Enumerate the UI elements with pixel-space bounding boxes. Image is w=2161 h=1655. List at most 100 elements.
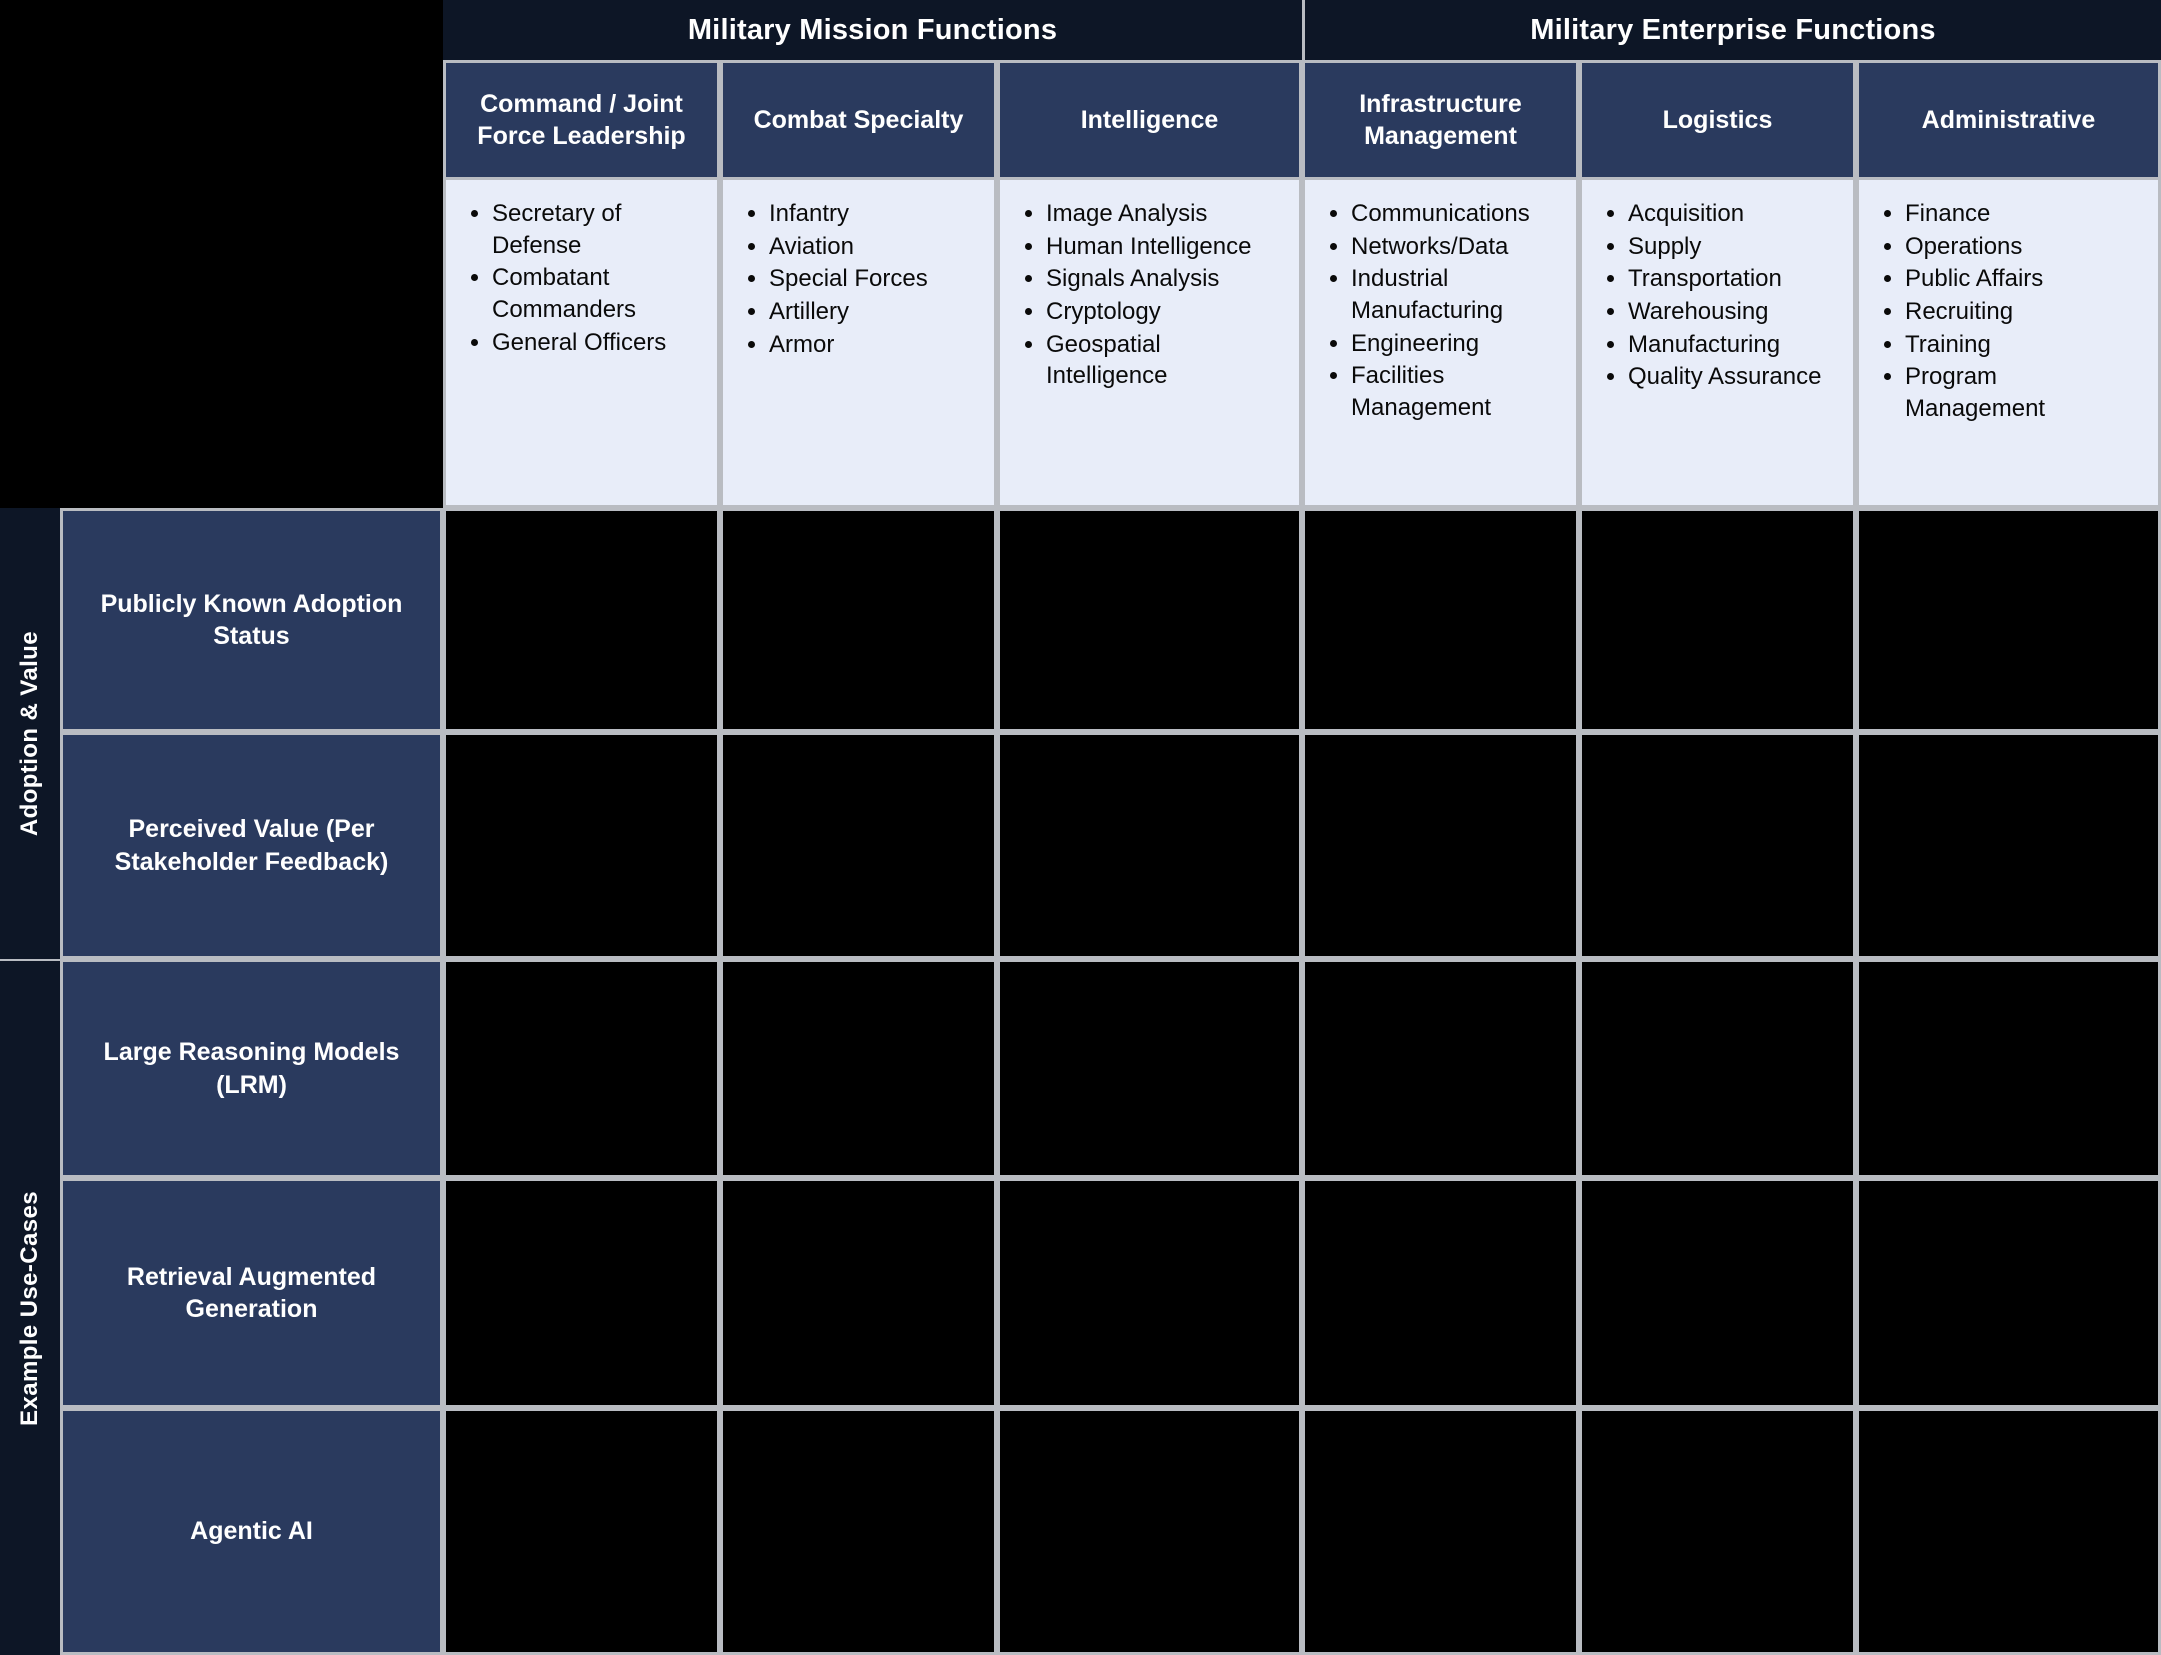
table-cell[interactable] [1579,1408,1856,1655]
list-item: Signals Analysis [1046,263,1283,295]
column-header-label: Infrastructure Management [1359,90,1522,150]
table-cell[interactable] [443,959,720,1178]
list-item: Combatant Commanders [492,262,701,325]
list-item: Recruiting [1905,296,2142,328]
list-item: Armor [769,329,978,361]
table-cell[interactable] [1579,1178,1856,1408]
list-item: Transportation [1628,263,1837,295]
column-header-logistics: Logistics [1579,60,1856,180]
table-cell[interactable] [1302,1408,1579,1655]
list-item: Networks/Data [1351,231,1560,263]
column-group-mission: Military Mission Functions [443,0,1302,60]
column-group-enterprise-label: Military Enterprise Functions [1530,13,1936,46]
table-cell[interactable] [720,732,997,959]
row-label-text: Publicly Known Adoption Status [100,589,403,651]
column-header-administrative: Administrative [1856,60,2161,180]
list-item: Manufacturing [1628,329,1837,361]
table-cell[interactable] [997,1408,1302,1655]
matrix-corner-blank [0,0,443,508]
table-cell[interactable] [1302,732,1579,959]
column-header-combat-specialty: Combat Specialty [720,60,997,180]
row-label-perceived-value: Perceived Value (Per Stakeholder Feedbac… [60,732,443,959]
table-cell[interactable] [1579,959,1856,1178]
table-cell[interactable] [1579,508,1856,732]
list-item: Finance [1905,198,2142,230]
row-label-text: Agentic AI [190,1517,313,1546]
table-cell[interactable] [997,1178,1302,1408]
table-cell[interactable] [1302,959,1579,1178]
table-cell[interactable] [443,1408,720,1655]
column-items-logistics: Acquisition Supply Transportation Wareho… [1579,180,1856,508]
row-label-publicly-known-adoption-status: Publicly Known Adoption Status [60,508,443,732]
list-item: Human Intelligence [1046,231,1283,263]
list-item: Acquisition [1628,198,1837,230]
column-header-label: Combat Specialty [753,106,964,134]
table-cell[interactable] [1856,959,2161,1178]
item-list: Image Analysis Human Intelligence Signal… [1016,198,1283,392]
column-header-label: Administrative [1921,106,2096,134]
column-items-command-joint-force-leadership: Secretary of Defense Combatant Commander… [443,180,720,508]
column-items-administrative: Finance Operations Public Affairs Recrui… [1856,180,2161,508]
table-cell[interactable] [720,1408,997,1655]
list-item: Image Analysis [1046,198,1283,230]
item-list: Acquisition Supply Transportation Wareho… [1598,198,1837,393]
list-item: Artillery [769,296,978,328]
table-cell[interactable] [1302,508,1579,732]
table-cell[interactable] [1302,1178,1579,1408]
table-cell[interactable] [443,1178,720,1408]
table-cell[interactable] [720,959,997,1178]
list-item: Warehousing [1628,296,1837,328]
list-item: Cryptology [1046,296,1283,328]
table-cell[interactable] [720,508,997,732]
list-item: Engineering [1351,328,1560,360]
list-item: Quality Assurance [1628,361,1837,393]
table-cell[interactable] [720,1178,997,1408]
column-header-infrastructure-management: Infrastructure Management [1302,60,1579,180]
row-group-adoption-and-value-label: Adoption & Value [16,630,43,837]
list-item: Communications [1351,198,1560,230]
list-item: Infantry [769,198,978,230]
table-cell[interactable] [1856,508,2161,732]
row-label-agentic-ai: Agentic AI [60,1408,443,1655]
list-item: Training [1905,329,2142,361]
table-cell[interactable] [997,959,1302,1178]
list-item: Secretary of Defense [492,198,701,261]
column-header-command-joint-force-leadership: Command / Joint Force Leadership [443,60,720,180]
item-list: Infantry Aviation Special Forces Artille… [739,198,978,360]
list-item: Supply [1628,231,1837,263]
item-list: Secretary of Defense Combatant Commander… [462,198,701,358]
list-item: Operations [1905,231,2142,263]
column-header-label: Command / Joint Force Leadership [477,90,686,150]
list-item: Facilities Management [1351,360,1560,423]
column-items-infrastructure-management: Communications Networks/Data Industrial … [1302,180,1579,508]
column-header-intelligence: Intelligence [997,60,1302,180]
table-cell[interactable] [443,508,720,732]
list-item: Geospatial Intelligence [1046,329,1283,392]
table-cell[interactable] [1856,1178,2161,1408]
table-cell[interactable] [997,508,1302,732]
row-label-text: Retrieval Augmented Generation [126,1262,377,1324]
column-group-mission-label: Military Mission Functions [687,13,1058,46]
row-label-large-reasoning-models: Large Reasoning Models (LRM) [60,959,443,1178]
row-label-text: Perceived Value (Per Stakeholder Feedbac… [114,815,389,876]
column-group-enterprise: Military Enterprise Functions [1302,0,2161,60]
list-item: Program Management [1905,361,2142,424]
column-items-intelligence: Image Analysis Human Intelligence Signal… [997,180,1302,508]
table-cell[interactable] [443,732,720,959]
row-group-example-use-cases: Example Use-Cases [0,959,60,1655]
column-items-combat-specialty: Infantry Aviation Special Forces Artille… [720,180,997,508]
row-label-retrieval-augmented-generation: Retrieval Augmented Generation [60,1178,443,1408]
table-cell[interactable] [1856,1408,2161,1655]
list-item: Public Affairs [1905,263,2142,295]
item-list: Finance Operations Public Affairs Recrui… [1875,198,2142,425]
row-group-adoption-and-value: Adoption & Value [0,508,60,959]
table-cell[interactable] [1579,732,1856,959]
list-item: General Officers [492,327,701,359]
column-header-label: Intelligence [1080,106,1219,134]
list-item: Aviation [769,231,978,263]
table-cell[interactable] [997,732,1302,959]
list-item: Industrial Manufacturing [1351,263,1560,326]
item-list: Communications Networks/Data Industrial … [1321,198,1560,424]
table-cell[interactable] [1856,732,2161,959]
